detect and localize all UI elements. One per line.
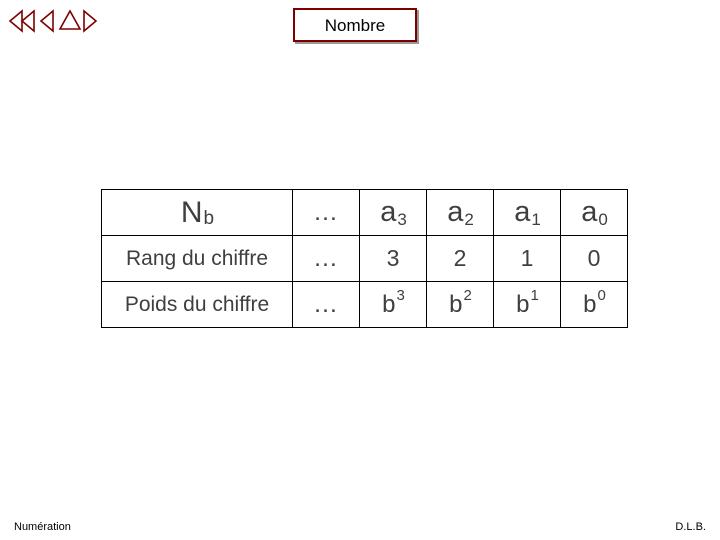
footer-left-label: Numération [14,521,71,533]
nb-subscript: b [203,208,215,229]
slide-navigation[interactable] [8,8,98,34]
rank-value: 2 [453,245,467,271]
coefficient-letter: a [447,196,464,228]
ellipsis: … [313,244,339,272]
ellipsis-cell: … [292,235,360,282]
table-row: Rang du chiffre … 3 2 1 0 [101,235,628,282]
coefficient-letter: a [380,196,397,228]
rank-cell-0: 0 [560,235,628,282]
next-slide-icon [83,9,98,33]
exponent: 2 [463,287,472,304]
base-letter: b [583,290,597,318]
previous-slide-icon [39,9,54,33]
base-letter: b [449,290,463,318]
first-slide-icon-2 [20,9,35,33]
coefficient-index: 1 [531,210,541,229]
ellipsis-cell: … [292,189,360,236]
ellipsis: … [313,198,339,226]
row-label-poids: Poids du chiffre [124,293,270,316]
rank-cell-2: 2 [426,235,494,282]
rank-value: 3 [386,245,400,271]
exponent: 1 [530,287,539,304]
row-label-rang: Rang du chiffre [125,247,269,270]
coefficient-index: 3 [397,210,407,229]
first-slide-icon [8,9,23,33]
nav-arrow-group[interactable] [8,8,98,34]
base-letter: b [516,290,530,318]
page-title: Nombre [324,15,386,35]
exponent: 3 [396,287,405,304]
page-title-box: Nombre [293,8,417,42]
home-slide-icon [58,9,82,30]
coefficient-letter: a [581,196,598,228]
rank-cell-3: 3 [359,235,427,282]
coefficient-index: 0 [598,210,608,229]
ellipsis: … [313,290,339,318]
base-letter: b [382,290,396,318]
rank-cell-1: 1 [493,235,561,282]
nb-main: N [180,195,203,229]
ellipsis-cell: … [292,281,360,328]
coefficient-index: 2 [464,210,474,229]
row-header-poids: Poids du chiffre [101,281,293,328]
exponent: 0 [597,287,606,304]
rank-value: 0 [587,245,601,271]
footer-right-label: D.L.B. [675,521,706,533]
rank-value: 1 [520,245,534,271]
coefficient-letter: a [514,196,531,228]
row-header-rang: Rang du chiffre [101,235,293,282]
